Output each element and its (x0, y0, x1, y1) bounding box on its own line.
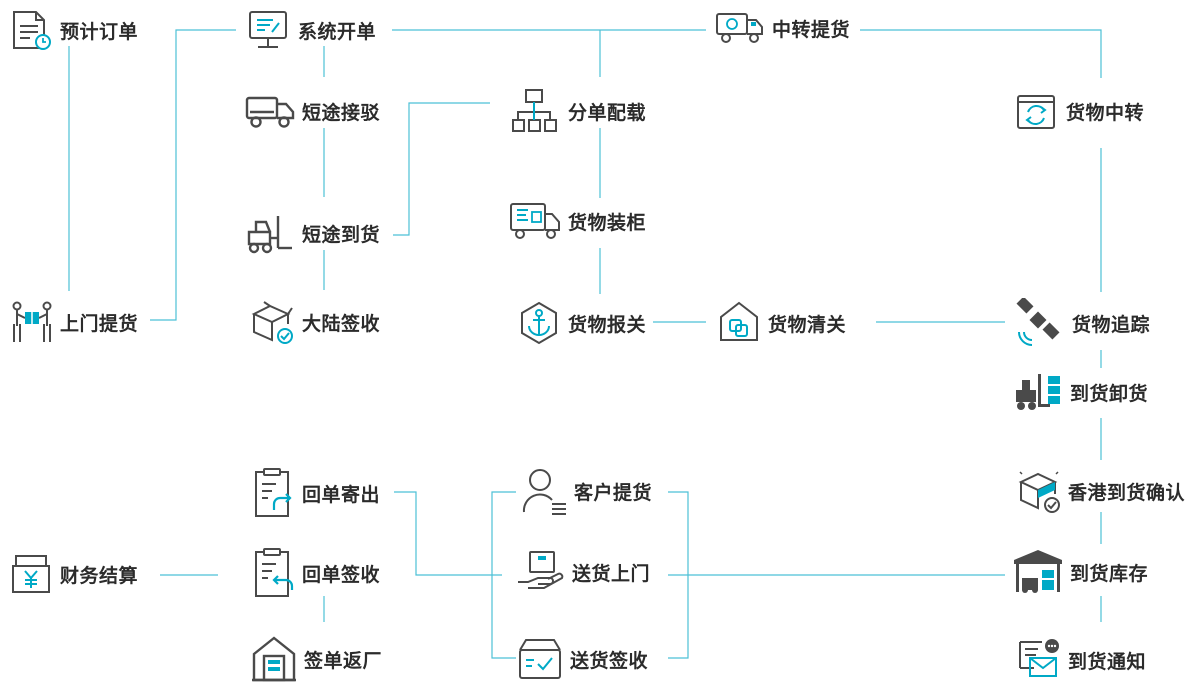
clearance-icon (716, 300, 762, 346)
forklift-unload-icon (1012, 370, 1064, 414)
transfer-truck-icon (714, 8, 766, 48)
anchor-icon (516, 300, 562, 346)
node-mainland-receipt: 大陆签收 (250, 298, 380, 346)
node-short-arrival: 短途到货 (244, 210, 380, 256)
connector-customer-pickup-left (491, 491, 516, 659)
node-label: 财务结算 (60, 564, 139, 587)
node-cargo-transfer: 货物中转 (1014, 88, 1144, 134)
monitor-icon (246, 8, 292, 52)
node-label: 货物追踪 (1072, 313, 1151, 336)
node-expected-order: 预计订单 (10, 8, 138, 52)
warehouse-icon (1012, 548, 1064, 596)
node-label: 短途接驳 (302, 101, 381, 124)
node-label: 回单寄出 (302, 483, 381, 506)
node-label: 送货签收 (570, 649, 649, 672)
satellite-icon (1014, 298, 1066, 348)
customer-icon (522, 466, 568, 516)
node-label: 货物中转 (1066, 101, 1145, 124)
delivery-box-icon (516, 636, 564, 682)
document-clock-icon (10, 8, 54, 52)
connector-customer-pickup-right (668, 491, 689, 659)
node-label: 货物清关 (768, 313, 847, 336)
node-label: 短途到货 (302, 223, 381, 246)
node-hk-arrival-confirm: 香港到货确认 (1016, 468, 1185, 514)
node-label: 签单返厂 (304, 649, 383, 672)
finance-box-icon (10, 552, 54, 596)
container-truck-icon (508, 198, 562, 244)
node-split-loading: 分单配载 (508, 86, 646, 136)
org-chart-icon (508, 86, 562, 136)
factory-icon (250, 634, 298, 684)
node-door-pickup: 上门提货 (10, 300, 138, 344)
mail-notice-icon (1016, 638, 1062, 682)
node-label: 系统开单 (298, 20, 377, 43)
connector-arrival-to-split (393, 102, 490, 236)
node-label: 香港到货确认 (1068, 481, 1186, 504)
node-system-billing: 系统开单 (246, 8, 376, 52)
clipboard-send-icon (250, 466, 296, 520)
node-label: 分单配载 (568, 101, 647, 124)
node-arrival-notice: 到货通知 (1016, 638, 1146, 682)
transfer-box-icon (1014, 88, 1060, 134)
handover-icon (10, 300, 54, 344)
node-door-delivery: 送货上门 (516, 548, 650, 596)
connector-receipt-send (394, 491, 502, 576)
node-customs-clearance: 货物清关 (716, 300, 846, 346)
node-customs-declaration: 货物报关 (516, 300, 646, 346)
node-label: 大陆签收 (302, 312, 381, 335)
node-arrival-unloading: 到货卸货 (1012, 370, 1148, 414)
clipboard-return-icon (250, 546, 296, 600)
package-check-icon (1016, 468, 1062, 514)
node-label: 中转提货 (772, 18, 851, 41)
node-label: 到货通知 (1068, 650, 1147, 673)
node-container-loading: 货物装柜 (508, 198, 646, 244)
node-receipt-return-factory: 签单返厂 (250, 634, 382, 684)
node-label: 货物装柜 (568, 211, 647, 234)
node-cargo-tracking: 货物追踪 (1014, 298, 1150, 348)
node-receipt-sign: 回单签收 (250, 546, 380, 600)
node-delivery-sign: 送货签收 (516, 636, 648, 682)
node-label: 回单签收 (302, 563, 381, 586)
node-label: 到货库存 (1070, 562, 1149, 585)
truck-icon (244, 90, 296, 132)
node-receipt-send: 回单寄出 (250, 466, 380, 520)
hand-box-icon (516, 548, 566, 596)
node-label: 货物报关 (568, 313, 647, 336)
node-label: 客户提货 (574, 481, 653, 504)
node-label: 送货上门 (572, 562, 651, 585)
box-check-icon (250, 298, 296, 346)
forklift-icon (244, 210, 296, 256)
connector-pickup-to-system (150, 29, 236, 321)
node-label: 到货卸货 (1070, 382, 1149, 405)
node-short-shuttle: 短途接驳 (244, 90, 380, 132)
connector-transfer-pickup-to-transfer (860, 29, 1102, 78)
node-arrival-stock: 到货库存 (1012, 548, 1148, 596)
node-transfer-pickup: 中转提货 (714, 8, 850, 48)
node-label: 预计订单 (60, 20, 139, 43)
node-customer-pickup: 客户提货 (522, 466, 652, 516)
node-finance-settlement: 财务结算 (10, 552, 138, 596)
node-label: 上门提货 (60, 312, 139, 335)
